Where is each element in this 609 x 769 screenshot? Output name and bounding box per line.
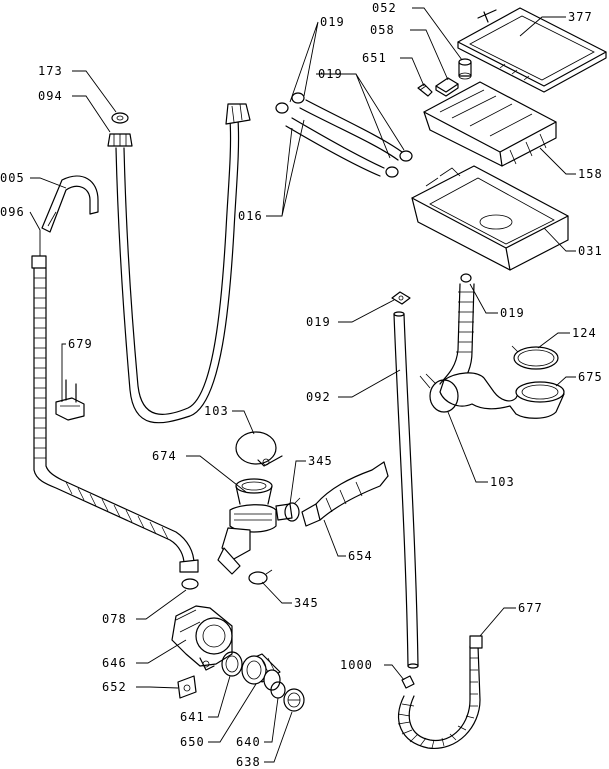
part-646-pump-body xyxy=(171,605,233,671)
callout-654: 654 xyxy=(348,549,373,563)
part-092-long-hose xyxy=(393,311,419,669)
callout-641: 641 xyxy=(180,710,205,724)
part-158-detergent-drawer xyxy=(423,81,557,167)
part-031-drawer-housing xyxy=(411,165,569,271)
callout-652: 652 xyxy=(102,680,127,694)
callout-124: 124 xyxy=(572,326,597,340)
part-124-clamp xyxy=(511,345,559,370)
part-019-clip-hose xyxy=(391,291,411,305)
part-652-plate xyxy=(177,675,197,699)
part-078-clamp xyxy=(181,578,199,590)
callout-646: 646 xyxy=(102,656,127,670)
callout-096: 096 xyxy=(0,205,25,219)
callout-675: 675 xyxy=(578,370,603,384)
callout-677: 677 xyxy=(518,601,543,615)
callout-019-mid: 019 xyxy=(318,67,343,81)
part-345-clamp-bottom xyxy=(248,569,273,585)
callout-377: 377 xyxy=(568,10,593,24)
callout-019-bellow: 019 xyxy=(500,306,525,320)
callout-092: 092 xyxy=(306,390,331,404)
part-377-drawer-cover xyxy=(457,7,607,93)
part-679-clip xyxy=(55,379,85,421)
callout-651: 651 xyxy=(362,51,387,65)
callout-078: 078 xyxy=(102,612,127,626)
part-345-clamp-top xyxy=(284,497,301,522)
callout-674: 674 xyxy=(152,449,177,463)
callout-345-top: 345 xyxy=(308,454,333,468)
part-016-hoses xyxy=(285,99,403,177)
part-019-clip-top xyxy=(275,92,413,178)
callout-019-hose: 019 xyxy=(306,315,331,329)
part-173-washer xyxy=(111,112,129,124)
part-inlet-hose xyxy=(115,103,251,424)
part-094-hose-nut xyxy=(107,133,133,147)
part-058-block xyxy=(435,77,459,97)
callout-019-top: 019 xyxy=(320,15,345,29)
part-654-pump-hose xyxy=(301,461,389,527)
callout-052: 052 xyxy=(372,1,397,15)
callout-679: 679 xyxy=(68,337,93,351)
callout-103-top: 103 xyxy=(204,404,229,418)
part-096-drain-hose xyxy=(31,255,199,573)
leader-lines xyxy=(29,7,576,763)
part-103-clamp-right xyxy=(419,373,459,413)
part-103-clamp-top xyxy=(235,431,283,467)
part-650-filter xyxy=(241,653,281,691)
callout-173: 173 xyxy=(38,64,63,78)
callout-638: 638 xyxy=(236,755,261,769)
callout-158: 158 xyxy=(578,167,603,181)
callout-103-right: 103 xyxy=(490,475,515,489)
part-052-cylinder xyxy=(458,58,472,80)
callout-058: 058 xyxy=(370,23,395,37)
callout-1000: 1000 xyxy=(340,658,373,672)
part-677-corrugated-hose xyxy=(397,635,483,749)
part-019-clip-bellow xyxy=(460,273,472,283)
callout-650: 650 xyxy=(180,735,205,749)
callout-005: 005 xyxy=(0,171,25,185)
callout-031: 031 xyxy=(578,244,603,258)
part-638-cap xyxy=(283,688,305,712)
part-005-hose-bracket xyxy=(41,175,99,233)
part-1000-clip xyxy=(401,675,415,689)
callout-094: 094 xyxy=(38,89,63,103)
callout-016: 016 xyxy=(238,209,263,223)
callout-345-bottom: 345 xyxy=(294,596,319,610)
part-674-pump-inlet xyxy=(217,478,293,575)
callout-640: 640 xyxy=(236,735,261,749)
part-675-sump xyxy=(439,372,565,419)
part-651-clip xyxy=(417,83,433,97)
part-641-seal-ring xyxy=(221,651,243,677)
